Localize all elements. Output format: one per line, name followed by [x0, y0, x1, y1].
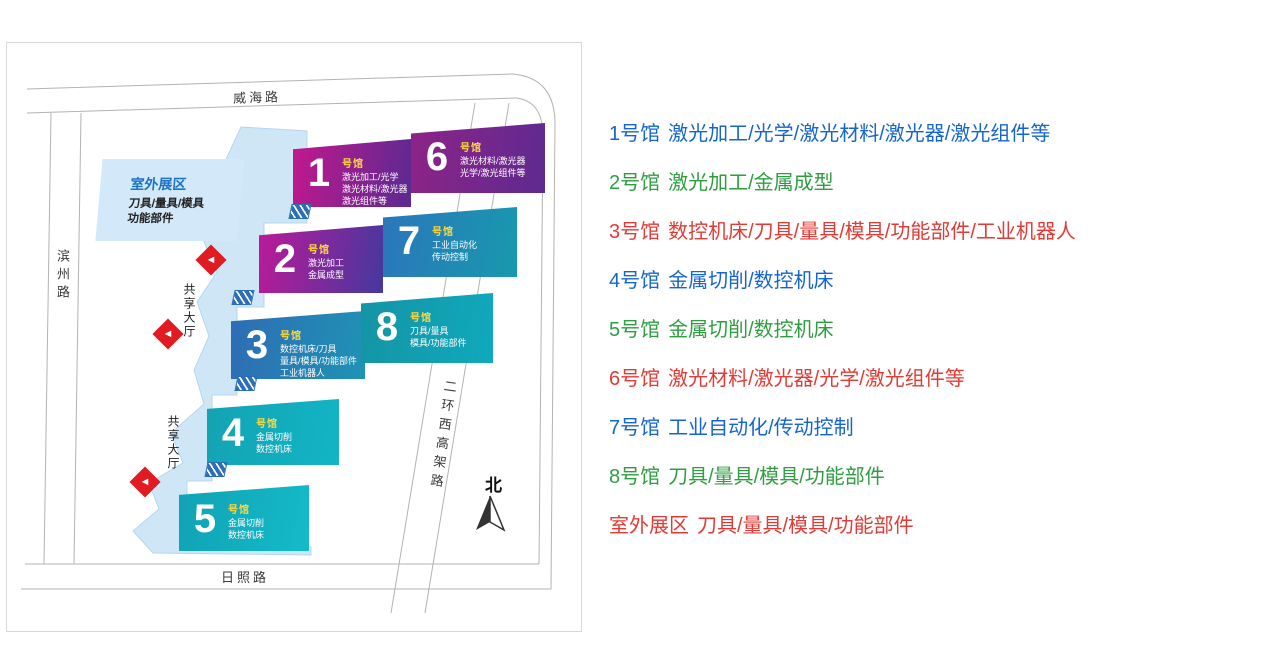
- legend-label: 4号馆: [609, 270, 661, 292]
- hall-line: 激光加工/光学: [342, 172, 399, 182]
- hall-3: 3 号馆 数控机床/刀具 量具/模具/功能部件 工业机器人: [231, 311, 365, 379]
- hall-line: 激光组件等: [342, 196, 388, 207]
- legend-item-hall-7: 7号馆工业自动化/传动控制: [609, 411, 1076, 439]
- legend-desc: 工业自动化/传动控制: [668, 417, 854, 439]
- hall-7: 7 号馆 工业自动化 传动控制: [383, 207, 517, 277]
- hall-line: 传动控制: [432, 252, 469, 263]
- hall-line: 工业机器人: [280, 368, 326, 379]
- hall-line: 激光加工: [308, 258, 345, 268]
- legend-item-hall-3: 3号馆数控机床/刀具/量具/模具/功能部件/工业机器人: [609, 215, 1076, 243]
- hall-line: 金属成型: [308, 270, 345, 281]
- hall-line: 模具/功能部件: [410, 338, 467, 349]
- legend-label: 1号馆: [609, 123, 661, 145]
- hall-legend: 1号馆激光加工/光学/激光材料/激光器/激光组件等 2号馆激光加工/金属成型 3…: [609, 117, 1076, 558]
- hall-line: 数控机床: [256, 444, 293, 455]
- north-compass-icon: [476, 495, 506, 532]
- legend-item-outdoor: 室外展区刀具/量具/模具/功能部件: [609, 509, 1076, 537]
- outdoor-zone-line: 功能部件: [126, 212, 174, 225]
- legend-item-hall-6: 6号馆激光材料/激光器/光学/激光组件等: [609, 362, 1076, 390]
- shared-hall-label: 共享大厅: [166, 415, 180, 471]
- hall-suffix: 号馆: [410, 313, 432, 324]
- legend-item-hall-1: 1号馆激光加工/光学/激光材料/激光器/激光组件等: [609, 117, 1076, 145]
- hall-5: 5 号馆 金属切削 数控机床: [179, 485, 309, 551]
- north-label: 北: [485, 476, 502, 495]
- hall-2: 2 号馆 激光加工 金属成型: [259, 225, 383, 293]
- hall-suffix: 号馆: [228, 505, 250, 516]
- road-label-weihai: 威海路: [232, 89, 282, 106]
- hall-number: 6: [425, 135, 449, 179]
- legend-item-hall-5: 5号馆金属切削/数控机床: [609, 313, 1076, 341]
- road-label-rizhao: 日照路: [221, 570, 270, 585]
- legend-desc: 数控机床/刀具/量具/模具/功能部件/工业机器人: [668, 221, 1076, 243]
- hall-suffix: 号馆: [280, 331, 302, 342]
- hall-6: 6 号馆 激光材料/激光器 光学/激光组件等: [411, 123, 545, 193]
- hall-suffix: 号馆: [308, 245, 330, 256]
- hall-line: 数控机床/刀具: [280, 344, 337, 354]
- hall-suffix: 号馆: [256, 419, 278, 430]
- outdoor-zone-line: 刀具/量具/模具: [128, 197, 205, 210]
- legend-desc: 激光加工/金属成型: [668, 172, 834, 194]
- escalator-icon: [234, 376, 258, 391]
- legend-label: 7号馆: [609, 417, 661, 439]
- outdoor-zone-title: 室外展区: [129, 175, 188, 192]
- legend-desc: 刀具/量具/模具/功能部件: [668, 466, 885, 488]
- legend-desc: 激光材料/激光器/光学/激光组件等: [668, 368, 965, 390]
- hall-line: 刀具/量具: [410, 326, 449, 336]
- hall-1: 1 号馆 激光加工/光学 激光材料/激光器 激光组件等: [293, 139, 411, 207]
- outdoor-exhibit-zone: 室外展区 刀具/量具/模具 功能部件: [95, 159, 245, 241]
- hall-line: 工业自动化: [432, 240, 478, 250]
- hall-number: 7: [397, 219, 421, 263]
- venue-footprint: [132, 126, 312, 556]
- legend-item-hall-4: 4号馆金属切削/数控机床: [609, 264, 1076, 292]
- hall-number: 3: [245, 323, 269, 367]
- legend-desc: 金属切削/数控机床: [668, 319, 834, 341]
- hall-suffix: 号馆: [460, 143, 482, 154]
- hall-line: 量具/模具/功能部件: [280, 356, 358, 367]
- hall-suffix: 号馆: [432, 227, 454, 238]
- road-label-binzhou: 滨州路: [55, 249, 70, 303]
- shared-hall-label: 共享大厅: [182, 283, 196, 339]
- hall-number: 4: [221, 411, 245, 455]
- hall-suffix: 号馆: [342, 159, 364, 170]
- escalator-icon: [288, 204, 312, 219]
- hall-4: 4 号馆 金属切削 数控机床: [207, 399, 339, 465]
- legend-label: 3号馆: [609, 221, 661, 243]
- hall-line: 光学/激光组件等: [460, 168, 526, 179]
- legend-desc: 激光加工/光学/激光材料/激光器/激光组件等: [668, 123, 1051, 145]
- legend-label: 室外展区: [609, 515, 689, 537]
- escalator-icon: [231, 290, 255, 305]
- legend-desc: 金属切削/数控机床: [668, 270, 834, 292]
- hall-line: 激光材料/激光器: [460, 156, 526, 166]
- hall-number: 2: [273, 237, 297, 281]
- hall-number: 8: [375, 305, 399, 349]
- legend-desc: 刀具/量具/模具/功能部件: [697, 515, 914, 537]
- hall-8: 8 号馆 刀具/量具 模具/功能部件: [361, 293, 493, 363]
- hall-line: 金属切削: [256, 432, 293, 442]
- legend-item-hall-8: 8号馆刀具/量具/模具/功能部件: [609, 460, 1076, 488]
- hall-line: 数控机床: [228, 530, 265, 541]
- hall-line: 金属切削: [228, 518, 265, 528]
- escalator-icon: [204, 462, 228, 477]
- hall-line: 激光材料/激光器: [342, 184, 408, 195]
- hall-number: 1: [307, 151, 331, 195]
- legend-label: 2号馆: [609, 172, 661, 194]
- legend-label: 6号馆: [609, 368, 661, 390]
- venue-map-panel: 威海路 滨州路 日照路 二环西高架路 室外展区 刀具/量具/模具 功能部件 1 …: [6, 42, 582, 632]
- legend-label: 5号馆: [609, 319, 661, 341]
- legend-label: 8号馆: [609, 466, 661, 488]
- legend-item-hall-2: 2号馆激光加工/金属成型: [609, 166, 1076, 194]
- hall-number: 5: [193, 497, 217, 541]
